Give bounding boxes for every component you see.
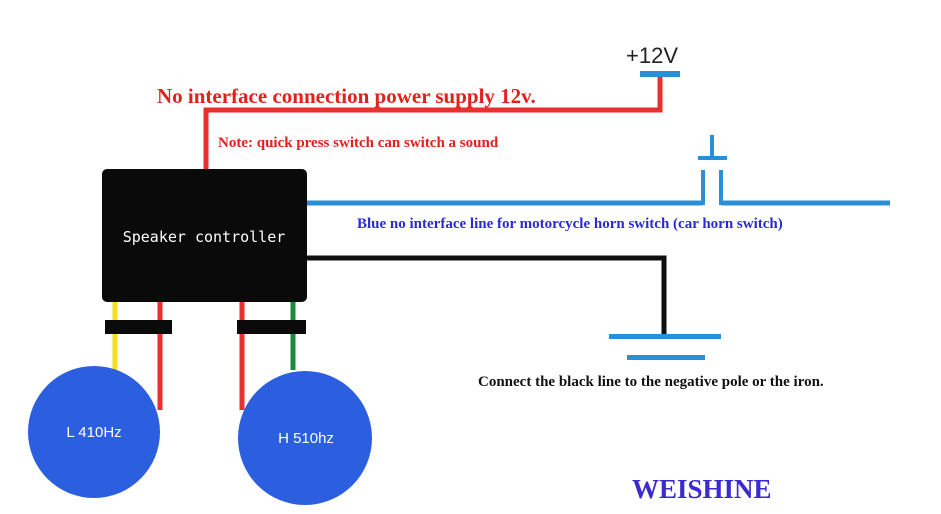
speaker-high-label: H 510hz <box>278 430 334 447</box>
speaker-controller-box <box>102 169 307 302</box>
speaker-low-label: L 410Hz <box>66 424 121 441</box>
switch-note-text: Note: quick press switch can switch a so… <box>218 135 499 151</box>
connector-high <box>237 320 306 334</box>
speaker-high <box>238 371 372 505</box>
ground-symbol-bar-bottom <box>627 355 705 360</box>
plus-12v-label: +12V <box>626 43 678 68</box>
black-line-text: Connect the black line to the negative p… <box>478 374 824 390</box>
ground-symbol-bar-top <box>609 334 721 339</box>
speaker-low <box>28 366 160 498</box>
connector-low <box>105 320 172 334</box>
power-note-text: No interface connection power supply 12v… <box>157 84 536 108</box>
plus-12v-terminal <box>640 71 680 77</box>
speaker-controller-label: Speaker controller <box>123 228 286 246</box>
black-ground-wire <box>306 255 667 336</box>
brand-logo-text: WEISHINE <box>632 474 772 504</box>
red-power-wire <box>203 77 663 170</box>
blue-line-text: Blue no interface line for motorcycle ho… <box>357 216 783 232</box>
